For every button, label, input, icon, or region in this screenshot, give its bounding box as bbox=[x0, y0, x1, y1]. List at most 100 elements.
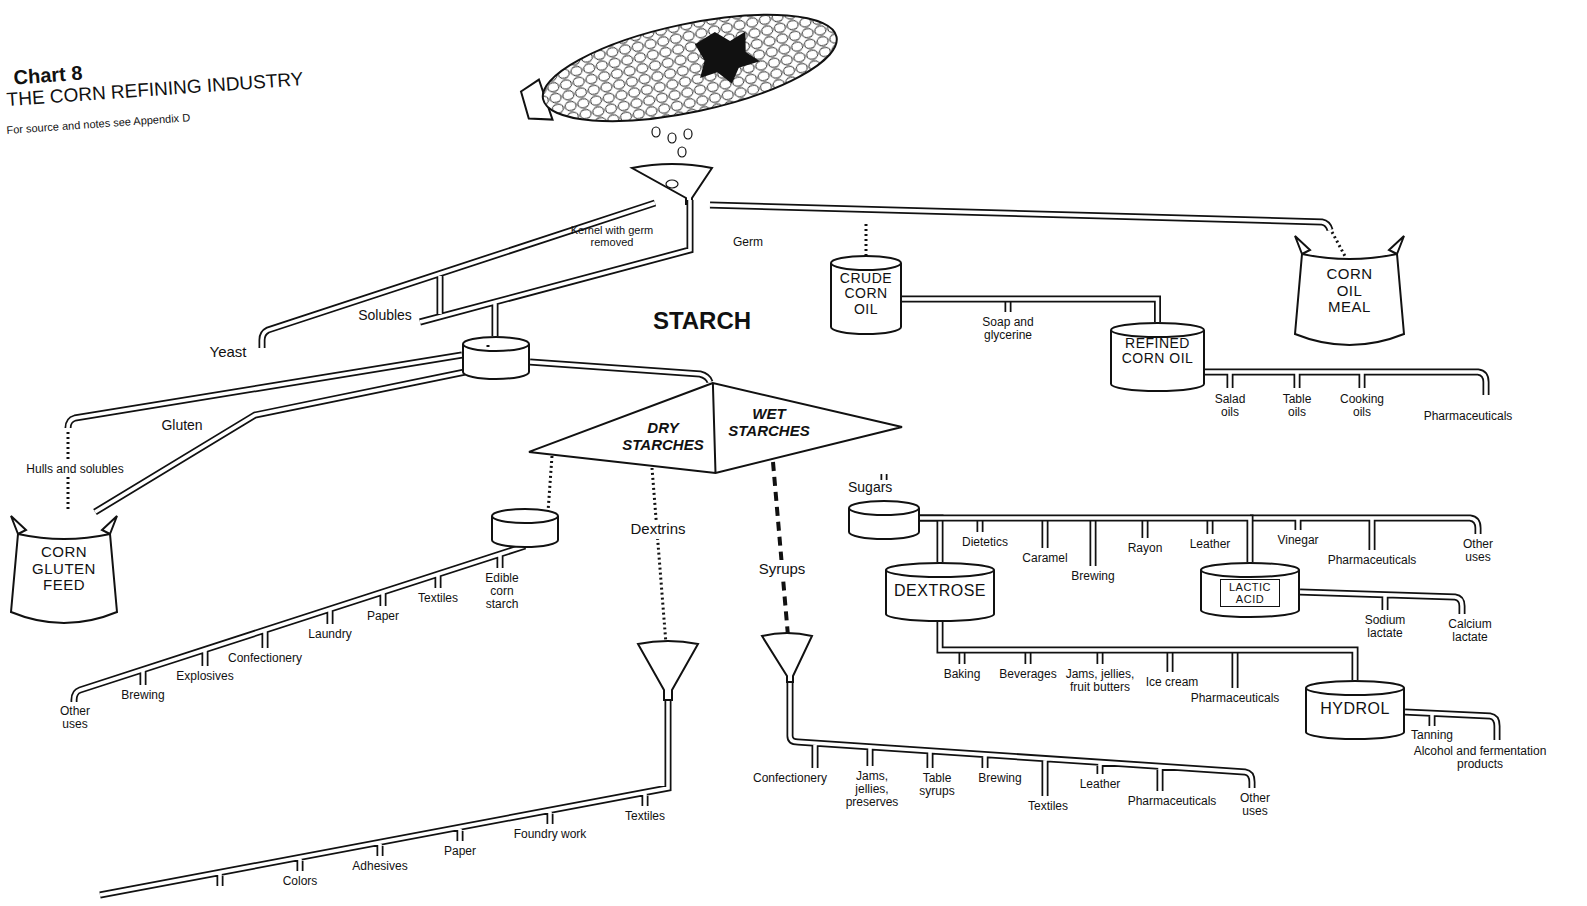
end-use-label: Pharmaceuticals bbox=[1120, 795, 1225, 808]
end-use-label: Sodium lactate bbox=[1355, 614, 1415, 640]
product-bag: CORN GLUTEN FEED bbox=[8, 512, 120, 630]
end-use-label: Kernel with germ removed bbox=[557, 224, 667, 248]
end-use-label: Other uses bbox=[50, 705, 100, 731]
pipe-inner bbox=[920, 518, 1250, 562]
end-use-label: Hulls and solubles bbox=[8, 462, 143, 477]
storage-tank: CRUDE CORN OIL bbox=[830, 255, 902, 335]
end-use-label: STARCH bbox=[637, 308, 767, 334]
end-use-label: Explosives bbox=[172, 670, 238, 683]
storage-tank: Sugars bbox=[848, 480, 920, 540]
pipe-inner bbox=[920, 518, 940, 562]
end-use-label: Brewing bbox=[973, 772, 1028, 785]
end-use-label: Soap and glycerine bbox=[968, 316, 1048, 342]
product-bag: CORN OIL MEAL bbox=[1292, 232, 1407, 352]
pipe-outer bbox=[920, 518, 1250, 562]
end-use-label: Textiles bbox=[410, 592, 466, 605]
end-use-label: Brewing bbox=[118, 689, 168, 702]
storage-tank: DEXTROSE bbox=[885, 562, 995, 622]
end-use-label: Germ bbox=[726, 236, 770, 249]
end-use-label: Laundry bbox=[302, 628, 358, 641]
vessels bbox=[463, 337, 812, 700]
storage-tank: REFINED CORN OIL bbox=[1110, 322, 1205, 392]
outline-path bbox=[1306, 681, 1404, 739]
outline-path bbox=[831, 256, 901, 334]
end-use-label: Other uses bbox=[1233, 792, 1278, 818]
outline-path bbox=[1295, 236, 1404, 345]
node-text-group: HYDROL bbox=[1310, 680, 1400, 718]
node-label: CRUDE CORN OIL bbox=[835, 271, 897, 317]
end-use-label: Pharmaceuticals bbox=[1413, 410, 1523, 423]
node-text-group: CORN OIL MEAL bbox=[1319, 232, 1381, 316]
outline-path bbox=[886, 563, 994, 621]
outline-path bbox=[1111, 323, 1204, 391]
end-use-label: Rayon bbox=[1123, 542, 1168, 555]
outline-path bbox=[529, 383, 902, 473]
end-use-label: Yeast bbox=[203, 344, 253, 361]
end-use-label: Textiles bbox=[1021, 800, 1076, 813]
kernel bbox=[666, 180, 678, 188]
end-use-label: Jams, jellies, fruit butters bbox=[1060, 668, 1140, 694]
outline-path bbox=[1201, 563, 1299, 617]
node-text-group: Sugars bbox=[848, 480, 918, 495]
end-use-label: Alcohol and fermentation products bbox=[1395, 745, 1565, 771]
node-label: Sugars bbox=[848, 480, 918, 495]
end-use-label: Other uses bbox=[1453, 538, 1503, 564]
syrup-stream bbox=[773, 462, 788, 636]
node-label: REFINED CORN OIL bbox=[1118, 336, 1198, 367]
end-use-label: Table oils bbox=[1277, 393, 1317, 419]
node-label: HYDROL bbox=[1310, 700, 1400, 718]
end-use-label: Table syrups bbox=[915, 772, 960, 798]
end-use-label: Colors bbox=[277, 875, 323, 888]
canopy-label: WET STARCHES bbox=[724, 406, 814, 439]
node-text-group: REFINED CORN OIL bbox=[1118, 322, 1198, 367]
end-use-label: Paper bbox=[360, 610, 406, 623]
node-text-group: CRUDE CORN OIL bbox=[835, 255, 897, 317]
outline-path bbox=[11, 516, 117, 623]
end-use-label: Adhesives bbox=[347, 860, 413, 873]
end-use-label: Dextrins bbox=[623, 520, 693, 539]
end-use-label: Pharmaceuticals bbox=[1185, 692, 1285, 705]
pipe-outer bbox=[920, 518, 940, 562]
end-use-label: Leather bbox=[1185, 538, 1235, 551]
end-use-label: Cooking oils bbox=[1337, 393, 1387, 419]
node-text-group: CORN GLUTEN FEED bbox=[26, 512, 102, 594]
storage-tank: LACTIC ACID bbox=[1200, 562, 1300, 618]
product-streams bbox=[68, 224, 1346, 644]
end-use-label: Gluten bbox=[152, 418, 212, 433]
node-text-group: LACTIC ACID bbox=[1220, 562, 1280, 607]
node-outline bbox=[528, 382, 903, 474]
end-use-label: Beverages bbox=[995, 668, 1061, 681]
end-use-label: Syrups bbox=[752, 560, 812, 579]
starch-canopy: DRY STARCHES WET STARCHES bbox=[528, 382, 903, 474]
end-use-label: Foundry work bbox=[510, 828, 590, 841]
end-use-label: Tanning bbox=[1405, 729, 1460, 742]
end-use-label: Caramel bbox=[1018, 552, 1073, 565]
end-use-label: Textiles bbox=[617, 810, 673, 823]
end-use-label: Edible corn starch bbox=[477, 572, 527, 612]
end-use-label: Solubles bbox=[350, 308, 420, 323]
end-use-label: Pharmaceuticals bbox=[1317, 554, 1427, 567]
node-label: CORN OIL MEAL bbox=[1319, 266, 1381, 316]
chart-caption: For source and notes see Appendix D bbox=[6, 103, 306, 136]
hopper-funnel bbox=[632, 164, 712, 204]
node-text-group: DEXTROSE bbox=[890, 562, 990, 600]
end-use-label: Paper bbox=[437, 845, 483, 858]
corn-cob bbox=[514, 0, 845, 157]
outline-path bbox=[849, 501, 919, 539]
canopy-label: DRY STARCHES bbox=[618, 420, 708, 453]
pipes bbox=[68, 200, 1497, 895]
end-use-label: Leather bbox=[1075, 778, 1125, 791]
end-use-label: Salad oils bbox=[1210, 393, 1250, 419]
pipe-connector bbox=[920, 518, 940, 562]
node-label: LACTIC ACID bbox=[1220, 579, 1280, 607]
end-use-label: Vinegar bbox=[1271, 534, 1326, 547]
end-use-label: Dietetics bbox=[955, 536, 1015, 549]
end-use-label: Ice cream bbox=[1142, 676, 1202, 689]
end-use-label: Brewing bbox=[1066, 570, 1121, 583]
end-use-label: Baking bbox=[937, 668, 987, 681]
end-use-label: Confectionery bbox=[743, 772, 838, 785]
node-label: DEXTROSE bbox=[890, 582, 990, 600]
end-use-label: Confectionery bbox=[220, 652, 310, 665]
node-label: CORN GLUTEN FEED bbox=[26, 544, 102, 594]
